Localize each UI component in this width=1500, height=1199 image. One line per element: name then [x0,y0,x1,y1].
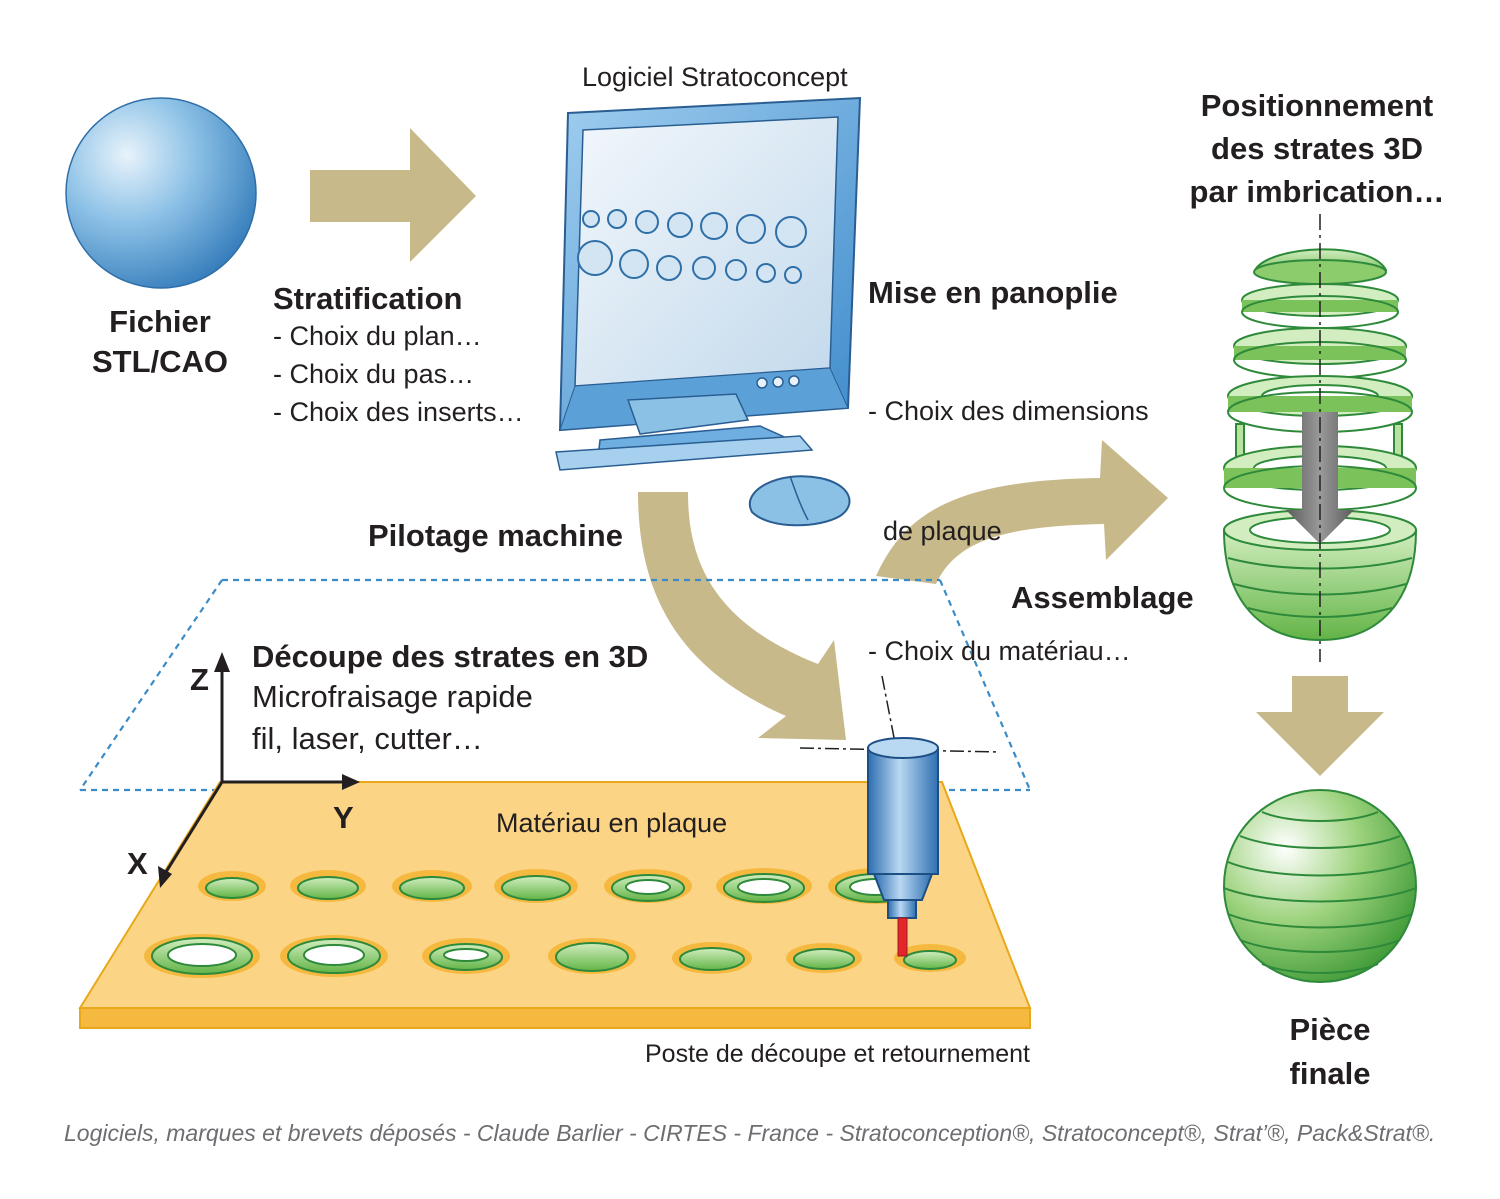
axis-x-label: X [127,846,148,881]
stratification-item-2: - Choix du pas… [273,359,475,389]
arrow-pilotage [638,492,846,740]
panoplie-item-1: - Choix des dimensions [868,396,1149,426]
decoupe-title: Découpe des strates en 3D [252,639,649,674]
panoplie-block: Mise en panoplie - Choix des dimensions … [868,275,1149,751]
axis-z-label: Z [190,662,209,697]
station-label: Poste de découpe et retournement [645,1040,1030,1068]
final-part-line-1: Pièce [1289,1012,1371,1047]
panoplie-item-3: - Choix du matériau… [868,636,1131,666]
decoupe-line-1: Microfraisage rapide [252,679,533,714]
arrow-to-final [1256,676,1384,776]
input-sphere [65,97,257,289]
input-file-line-2: STL/CAO [91,344,229,379]
cutting-tool-icon [799,675,1001,957]
footer-credit: Logiciels, marques et brevets déposés - … [64,1120,1436,1146]
stratification-item-3: - Choix des inserts… [273,397,524,427]
final-sphere [1223,789,1417,983]
panoplie-item-2: de plaque [868,516,1002,546]
input-file-line-1: Fichier [109,304,211,339]
monitor-icon [555,96,862,471]
arrow-to-software [310,128,476,262]
panoplie-title: Mise en panoplie [868,275,1118,310]
positioning-line-3: par imbrication… [1189,174,1445,209]
decoupe-block: Découpe des strates en 3D Microfraisage … [252,638,648,760]
stratification-item-1: - Choix du plan… [273,321,482,351]
axis-system [158,652,360,888]
final-part-label: Pièce finale [1250,1008,1410,1096]
software-title: Logiciel Stratoconcept [582,62,848,92]
pilotage-label: Pilotage machine [368,518,623,553]
stratification-title: Stratification [273,281,463,316]
mouse-icon [748,475,851,527]
final-part-line-2: finale [1289,1056,1371,1091]
input-file-label: Fichier STL/CAO [90,302,230,382]
decoupe-line-2: fil, laser, cutter… [252,721,483,756]
positioning-line-2: des strates 3D [1211,131,1423,166]
axis-y-label: Y [333,800,354,835]
arrow-assemblage [876,440,1168,584]
assemblage-label: Assemblage [1011,580,1194,615]
positioning-label: Positionnement des strates 3D par imbric… [1172,84,1462,213]
plate-label: Matériau en plaque [496,808,728,838]
stratification-block: Stratification - Choix du plan… - Choix … [273,281,524,431]
positioning-line-1: Positionnement [1200,88,1434,123]
